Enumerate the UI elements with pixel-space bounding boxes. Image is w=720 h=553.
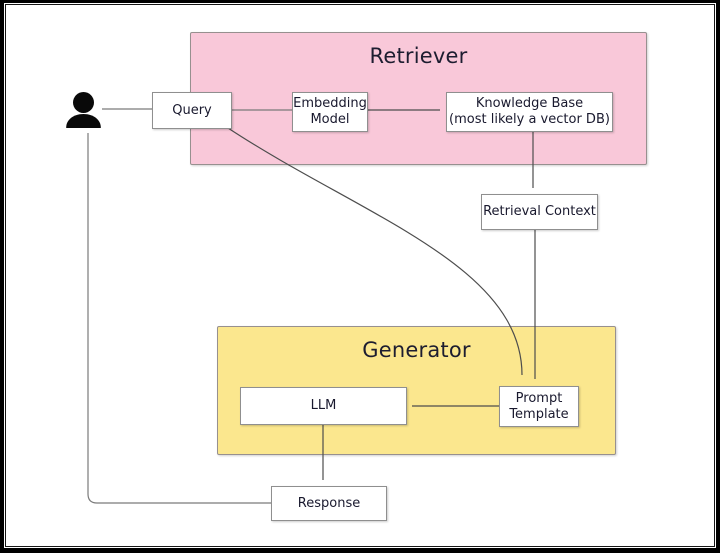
retriever-title: Retriever (369, 44, 468, 68)
node-retrieval-context: Retrieval Context (481, 194, 598, 230)
prompt-template-label-line2: Template (509, 406, 569, 422)
generator-title: Generator (362, 338, 471, 362)
node-query: Query (152, 92, 232, 129)
diagram-canvas: Retriever Generator (4, 3, 716, 548)
embedding-model-label-line1: Embedding (293, 96, 367, 111)
node-prompt-template: Prompt Template (499, 386, 579, 427)
knowledge-base-label-line1: Knowledge Base (475, 96, 584, 111)
llm-label: LLM (310, 398, 337, 413)
node-embedding-model: Embedding Model (292, 92, 368, 132)
embedding-model-label-line2: Model (310, 112, 350, 127)
user-icon (65, 92, 102, 128)
prompt-template-label-line1: Prompt (515, 390, 563, 406)
knowledge-base-label-line2: (most likely a vector DB) (449, 112, 610, 127)
response-label: Response (297, 495, 361, 511)
node-knowledge-base: Knowledge Base (most likely a vector DB) (446, 92, 613, 132)
query-label: Query (172, 102, 212, 118)
retrieval-context-label: Retrieval Context (483, 204, 596, 219)
node-llm: LLM (240, 387, 407, 425)
node-response: Response (271, 486, 387, 521)
